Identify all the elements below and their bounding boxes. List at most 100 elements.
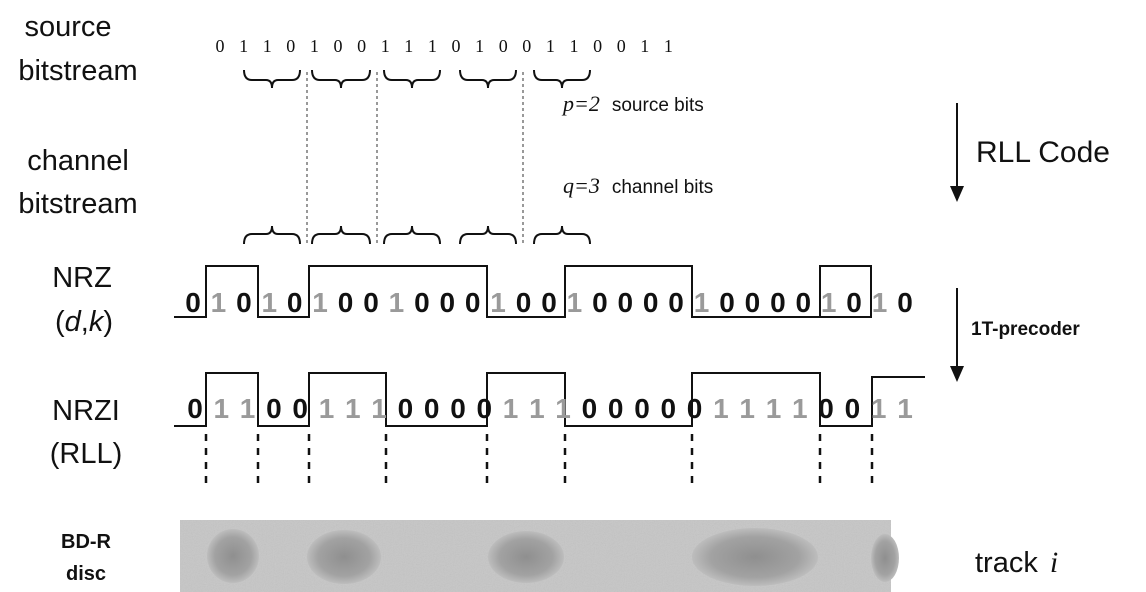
source-bit: 0: [593, 36, 602, 56]
group-separators: [306, 72, 524, 246]
brace: [383, 69, 441, 89]
channel-bits-text: channel bits: [612, 177, 713, 198]
channel-bit: 0: [846, 287, 862, 318]
source-bit: 1: [263, 36, 272, 56]
disc-mark: [692, 528, 818, 586]
channel-bit: 0: [687, 393, 703, 424]
channel-bit: 0: [266, 393, 282, 424]
precoder-arrow: [950, 288, 964, 382]
transition-markers: [204, 434, 874, 490]
brace: [459, 69, 517, 89]
annotation-source-bits: p=2 source bits: [561, 91, 704, 116]
source-bit: 1: [428, 36, 437, 56]
channel-bit: 0: [608, 393, 624, 424]
channel-bit: 1: [214, 393, 230, 424]
label-channel-line2: bitstream: [18, 188, 137, 220]
label-nrzi-rll: (RLL): [50, 438, 123, 470]
channel-bit: 1: [872, 287, 888, 318]
brace: [533, 69, 591, 89]
channel-bit: 0: [541, 287, 557, 318]
channel-bit: 1: [262, 287, 278, 318]
label-nrz: NRZ: [52, 262, 112, 294]
channel-bit: 1: [739, 393, 755, 424]
label-nrzi: NRZI: [52, 395, 120, 427]
nrz-var-k: k: [89, 306, 105, 338]
brace: [533, 225, 591, 245]
channel-bit: 1: [766, 393, 782, 424]
channel-bit: 0: [424, 393, 440, 424]
nrz-var-d: d: [65, 306, 82, 338]
label-disc-line1: BD-R: [61, 531, 112, 553]
disc-mark: [207, 529, 259, 583]
brace: [243, 69, 301, 89]
channel-bit: 1: [529, 393, 545, 424]
channel-bit: 0: [414, 287, 430, 318]
channel-brace-group: [243, 225, 591, 245]
source-bit: 1: [404, 36, 413, 56]
channel-bit: 1: [792, 393, 808, 424]
nrz-comma: ,: [81, 306, 89, 338]
source-brace-group: [243, 69, 591, 89]
channel-bit: 1: [345, 393, 361, 424]
label-source-line1: source: [24, 11, 111, 43]
source-bit: 1: [475, 36, 484, 56]
channel-bit: 0: [465, 287, 481, 318]
annotation-channel-bits: q=3 channel bits: [563, 173, 713, 198]
channel-bit: 0: [516, 287, 532, 318]
source-bit: 0: [286, 36, 295, 56]
label-precoder: 1T-precoder: [971, 319, 1080, 340]
channel-bit: 0: [897, 287, 913, 318]
nrz-paren-open: (: [55, 306, 65, 338]
track-text: track: [975, 547, 1038, 579]
channel-bit: 1: [694, 287, 710, 318]
source-bit: 1: [381, 36, 390, 56]
source-bits-text: source bits: [612, 95, 704, 116]
source-bit: 0: [452, 36, 461, 56]
var-p: p=2: [561, 91, 600, 116]
channel-bit: 0: [582, 393, 598, 424]
channel-bit: 0: [668, 287, 684, 318]
nrz-paren-close: ): [103, 306, 113, 338]
source-bit: 1: [239, 36, 248, 56]
label-nrz-dk: (d,k): [55, 306, 113, 338]
channel-bit: 0: [287, 287, 303, 318]
disc-mark: [488, 531, 564, 583]
var-q: q=3: [563, 173, 600, 198]
channel-bit: 0: [440, 287, 456, 318]
channel-bit: 1: [897, 393, 913, 424]
channel-bit: 0: [398, 393, 414, 424]
disc-mark: [871, 534, 899, 582]
source-bit: 0: [617, 36, 626, 56]
channel-bit: 1: [211, 287, 227, 318]
channel-bit: 1: [555, 393, 571, 424]
brace: [383, 225, 441, 245]
source-bit: 1: [640, 36, 649, 56]
channel-bit: 1: [821, 287, 837, 318]
nrz-waveform: [174, 265, 872, 318]
channel-bit: 0: [661, 393, 677, 424]
brace: [459, 225, 517, 245]
rll-arrow: [950, 103, 964, 202]
brace: [311, 225, 371, 245]
channel-bit: 0: [338, 287, 354, 318]
source-bit: 1: [546, 36, 555, 56]
channel-bit: 1: [312, 287, 328, 318]
label-disc-line2: disc: [66, 563, 106, 585]
channel-bit: 0: [845, 393, 861, 424]
label-channel-line1: channel: [27, 145, 129, 177]
channel-bit: 0: [745, 287, 761, 318]
channel-bit: 0: [185, 287, 201, 318]
source-bit: 1: [310, 36, 319, 56]
source-bit: 0: [499, 36, 508, 56]
channel-bit: 0: [236, 287, 252, 318]
channel-bit: 0: [634, 393, 650, 424]
nrzi-waveform: [174, 372, 925, 427]
label-rll-code: RLL Code: [976, 136, 1110, 169]
channel-bit: 1: [871, 393, 887, 424]
source-bit: 0: [334, 36, 343, 56]
